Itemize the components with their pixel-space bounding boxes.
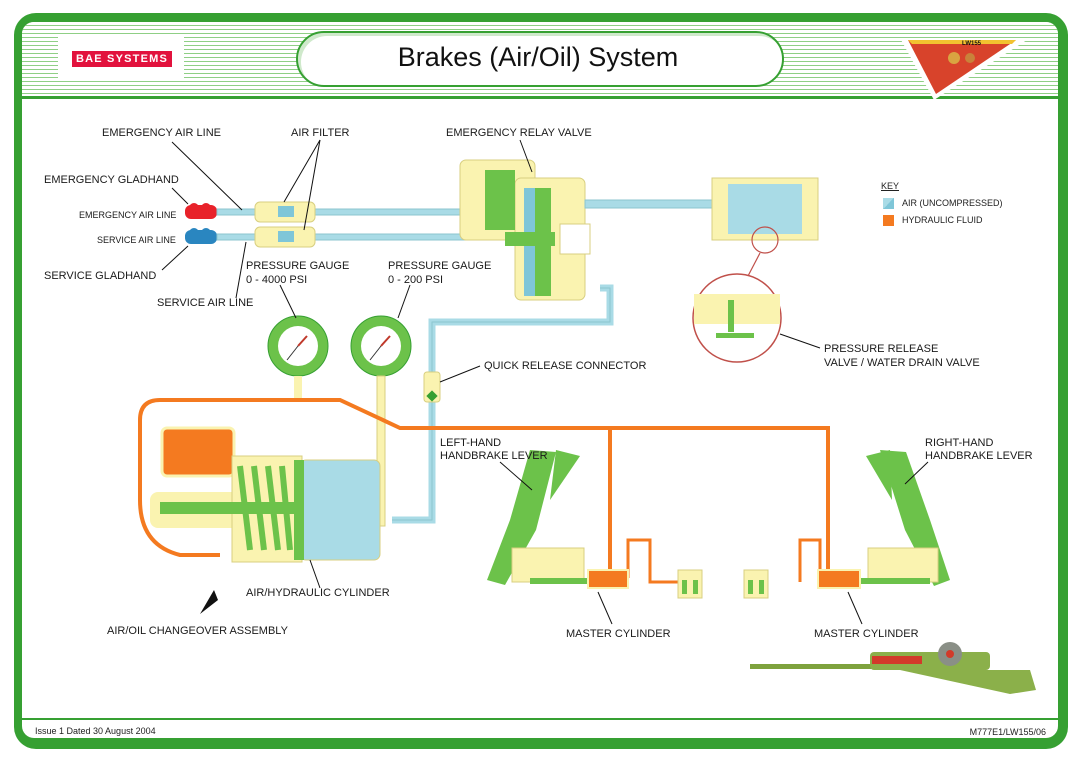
label-pressure-release-l2: VALVE / WATER DRAIN VALVE: [824, 357, 980, 369]
badge-text: LW155: [962, 41, 982, 47]
footer-issue-date: Issue 1 Dated 30 August 2004: [35, 726, 156, 736]
label-gauge-200-title: PRESSURE GAUGE: [388, 260, 492, 272]
key-title: KEY: [881, 181, 900, 191]
air-filter-service: [254, 226, 316, 248]
changeover-arrow-icon: [200, 590, 218, 614]
label-service-air-line-small: SERVICE AIR LINE: [97, 235, 176, 245]
label-quick-release-connector: QUICK RELEASE CONNECTOR: [484, 360, 647, 372]
air-reservoir: [711, 177, 819, 241]
label-pressure-release-l1: PRESSURE RELEASE: [824, 343, 939, 355]
label-emergency-air-line-small: EMERGENCY AIR LINE: [79, 210, 177, 220]
label-gauge-4000-title: PRESSURE GAUGE: [246, 260, 350, 272]
label-gauge-4000-range: 0 - 4000 PSI: [246, 274, 308, 286]
label-emergency-relay-valve: EMERGENCY RELAY VALVE: [446, 127, 592, 139]
key-label-hydraulic: HYDRAULIC FLUID: [902, 215, 983, 225]
emergency-relay-valve: [459, 159, 591, 301]
label-air-hydraulic-cylinder: AIR/HYDRAULIC CYLINDER: [246, 587, 390, 599]
air-key-swatch: [883, 198, 894, 209]
emergency-gladhand: [185, 203, 217, 219]
label-air-oil-changeover: AIR/OIL CHANGEOVER ASSEMBLY: [107, 625, 288, 637]
label-air-filter: AIR FILTER: [291, 127, 350, 139]
bae-systems-logo: BAE SYSTEMS: [72, 51, 172, 67]
label-right-lever-l2: HANDBRAKE LEVER: [925, 450, 1033, 462]
air-oil-changeover-assembly: [150, 426, 381, 563]
label-left-lever-l2: HANDBRAKE LEVER: [440, 450, 548, 462]
service-gladhand: [185, 228, 217, 244]
label-right-lever-l1: RIGHT-HAND: [925, 437, 994, 449]
pressure-release-valve-detail: [692, 273, 782, 363]
hydraulic-key-swatch: [883, 215, 894, 226]
key-label-air: AIR (UNCOMPRESSED): [902, 198, 1003, 208]
header-divider: [22, 96, 1058, 99]
pressure-gauge-4000: [267, 315, 329, 398]
hydraulic-main-line: [138, 398, 840, 582]
left-brake-caliper: [677, 569, 703, 599]
label-service-gladhand: SERVICE GLADHAND: [44, 270, 157, 282]
label-master-cylinder-right: MASTER CYLINDER: [814, 628, 919, 640]
air-filter-emergency: [254, 201, 316, 223]
left-handbrake-lever: [487, 450, 629, 589]
label-gauge-200-range: 0 - 200 PSI: [388, 274, 444, 286]
right-handbrake-lever: [817, 450, 950, 589]
footer-divider: [22, 718, 1058, 720]
page-body: [22, 22, 1058, 738]
page-title: Brakes (Air/Oil) System: [397, 42, 679, 72]
right-brake-caliper: [743, 569, 769, 599]
label-master-cylinder-left: MASTER CYLINDER: [566, 628, 671, 640]
pressure-gauge-200: [350, 315, 412, 527]
label-emergency-air-line: EMERGENCY AIR LINE: [102, 127, 221, 139]
title-pill: [296, 31, 784, 87]
lw155-badge-icon: LW155: [900, 38, 1030, 100]
label-left-lever-l1: LEFT-HAND: [440, 437, 502, 449]
label-service-air-line: SERVICE AIR LINE: [157, 297, 254, 309]
m777-howitzer-illustration: [750, 642, 1036, 694]
label-emergency-gladhand: EMERGENCY GLADHAND: [44, 174, 179, 186]
footer-doc-ref: M777E1/LW155/06: [969, 727, 1046, 737]
leader-lines: [161, 139, 929, 625]
quick-release-connector: [423, 371, 441, 403]
